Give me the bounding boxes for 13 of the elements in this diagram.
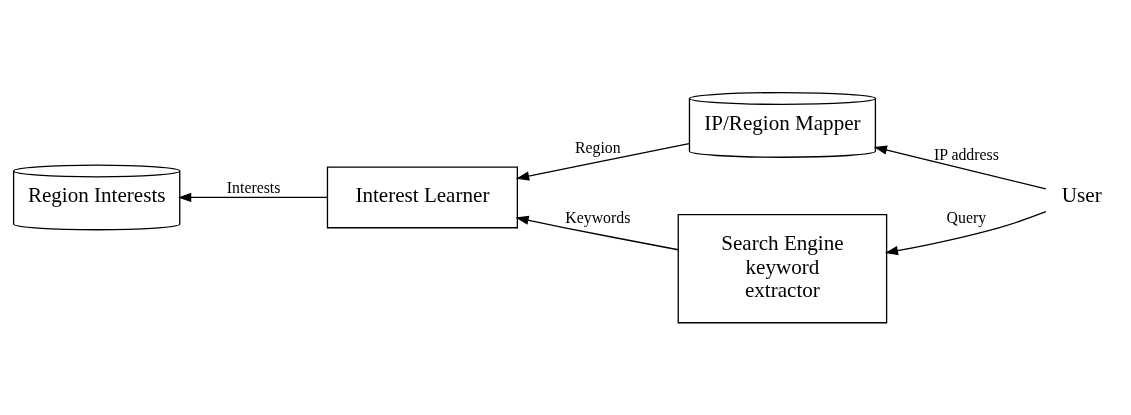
node-box: Interest Learner	[326, 166, 519, 229]
arrow	[873, 145, 1047, 190]
edge-label: Keywords	[565, 209, 631, 227]
arrow	[516, 142, 690, 181]
arrow	[515, 215, 679, 251]
arrow	[178, 192, 328, 203]
edge-label: Region	[574, 139, 621, 157]
node-text: User	[1061, 183, 1102, 208]
edge-label: Interests	[226, 178, 281, 196]
node-box: Search Engine keyword extractor	[677, 213, 888, 324]
edge-label: IP address	[933, 145, 999, 163]
edge-label: Query	[946, 209, 987, 227]
arrow	[884, 211, 1047, 256]
